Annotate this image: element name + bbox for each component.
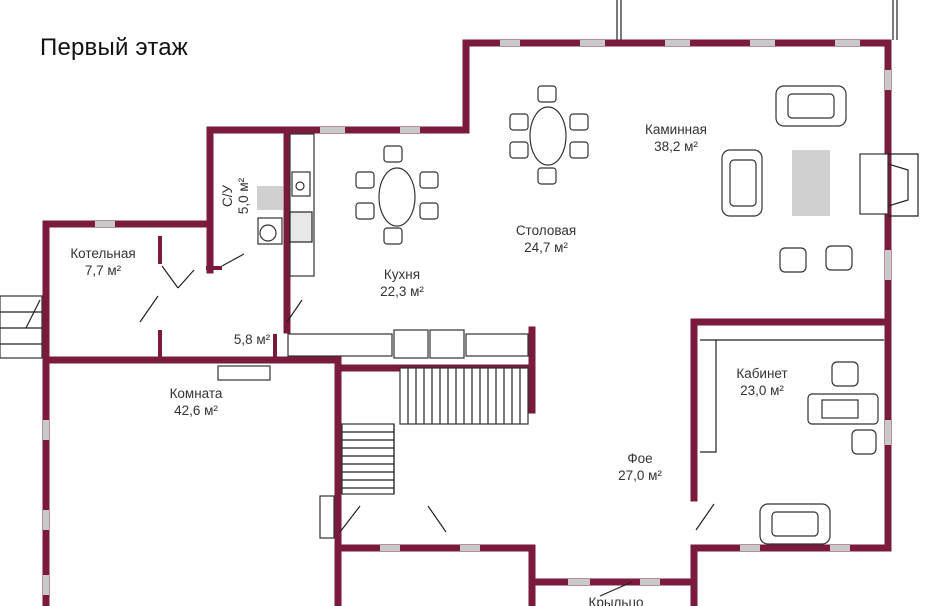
label-komnata-name: Комната (170, 386, 223, 401)
label-foe-area: 27,0 м² (618, 468, 662, 483)
label-kotelnaya-name: Котельная (70, 246, 135, 261)
kabinet-furniture (759, 361, 879, 545)
top-balcony (616, 0, 898, 40)
kitchen-counter (287, 133, 529, 359)
label-kotelnaya-area: 7,7 м² (85, 263, 122, 278)
label-kabinet-area: 23,0 м² (740, 383, 784, 398)
kabinet-partition (700, 339, 717, 453)
label-hall-area: 5,8 м² (234, 332, 271, 347)
label-su-area: 5,0 м² (236, 177, 251, 214)
label-kukhnya-name: Кухня (384, 267, 420, 282)
windows (43, 40, 891, 595)
label-kukhnya-area: 22,3 м² (380, 284, 424, 299)
bathroom-fixtures (221, 186, 283, 267)
fireplace (859, 153, 919, 217)
label-su-name: С/У (220, 185, 235, 208)
label-stolovaya-area: 24,7 м² (524, 240, 568, 255)
room-labels: Каминная 38,2 м² Столовая 24,7 м² Кухня … (70, 122, 787, 606)
wall-top-right (462, 39, 892, 326)
label-foe-name: Фое (627, 451, 652, 466)
living-set (721, 85, 853, 273)
label-stolovaya-name: Столовая (516, 223, 576, 238)
label-komnata-area: 42,6 м² (174, 403, 218, 418)
label-kryltso-name: Крыльцо (588, 595, 643, 606)
doors (139, 265, 715, 597)
label-kabinet-name: Кабинет (736, 366, 787, 381)
wall-kotelnaya (42, 220, 214, 364)
wall-bottom-mid (334, 544, 536, 606)
label-kaminnaya-name: Каминная (645, 122, 707, 137)
floor-title: Первый этаж (40, 34, 189, 61)
wall-top-mid (286, 39, 470, 134)
dining-set-stolovaya (509, 85, 589, 185)
wall-kabinet (690, 318, 892, 606)
stairs (341, 367, 529, 495)
label-kaminnaya-area: 38,2 м² (654, 139, 698, 154)
left-steps (0, 295, 43, 359)
dining-set-kitchen (355, 145, 439, 245)
